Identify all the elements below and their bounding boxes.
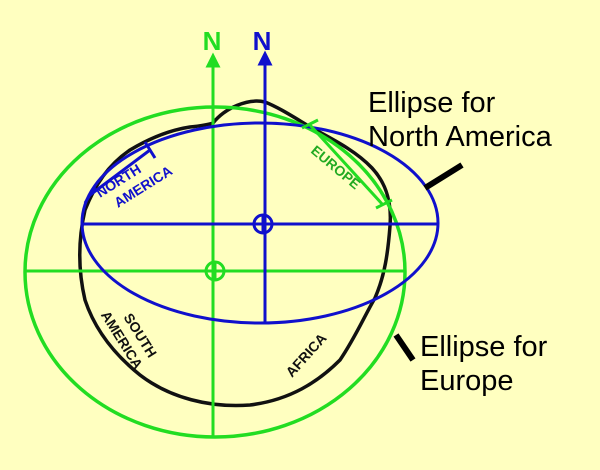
north-america-caption-line-2: North America — [368, 121, 552, 153]
europe-ellipse-caption: Ellipse for Europe — [420, 330, 547, 398]
south-america-continent-label: SOUTH AMERICA — [98, 298, 162, 373]
europe-continent-label: EUROPE — [308, 142, 364, 192]
north-america-pole-circle-cross-icon — [252, 213, 274, 235]
north-america-north-label: N — [253, 26, 272, 56]
africa-continent-label: AFRICA — [282, 330, 329, 380]
europe-callout-line — [393, 333, 416, 362]
north-america-boundary-ticks — [83, 141, 157, 204]
europe-north-label: N — [203, 26, 222, 56]
landmass-outline — [78, 99, 393, 408]
north-america-continent-label: NORTH AMERICA — [93, 147, 175, 216]
europe-caption-line-2: Europe — [420, 365, 514, 397]
north-america-ellipse-caption: Ellipse for North America — [368, 86, 552, 154]
north-america-callout-line — [423, 162, 464, 191]
north-america-caption-line-1: Ellipse for — [368, 87, 496, 119]
europe-pole-circle-cross-icon — [204, 260, 226, 282]
europe-boundary-ticks — [301, 118, 393, 210]
europe-caption-line-1: Ellipse for — [420, 331, 548, 363]
